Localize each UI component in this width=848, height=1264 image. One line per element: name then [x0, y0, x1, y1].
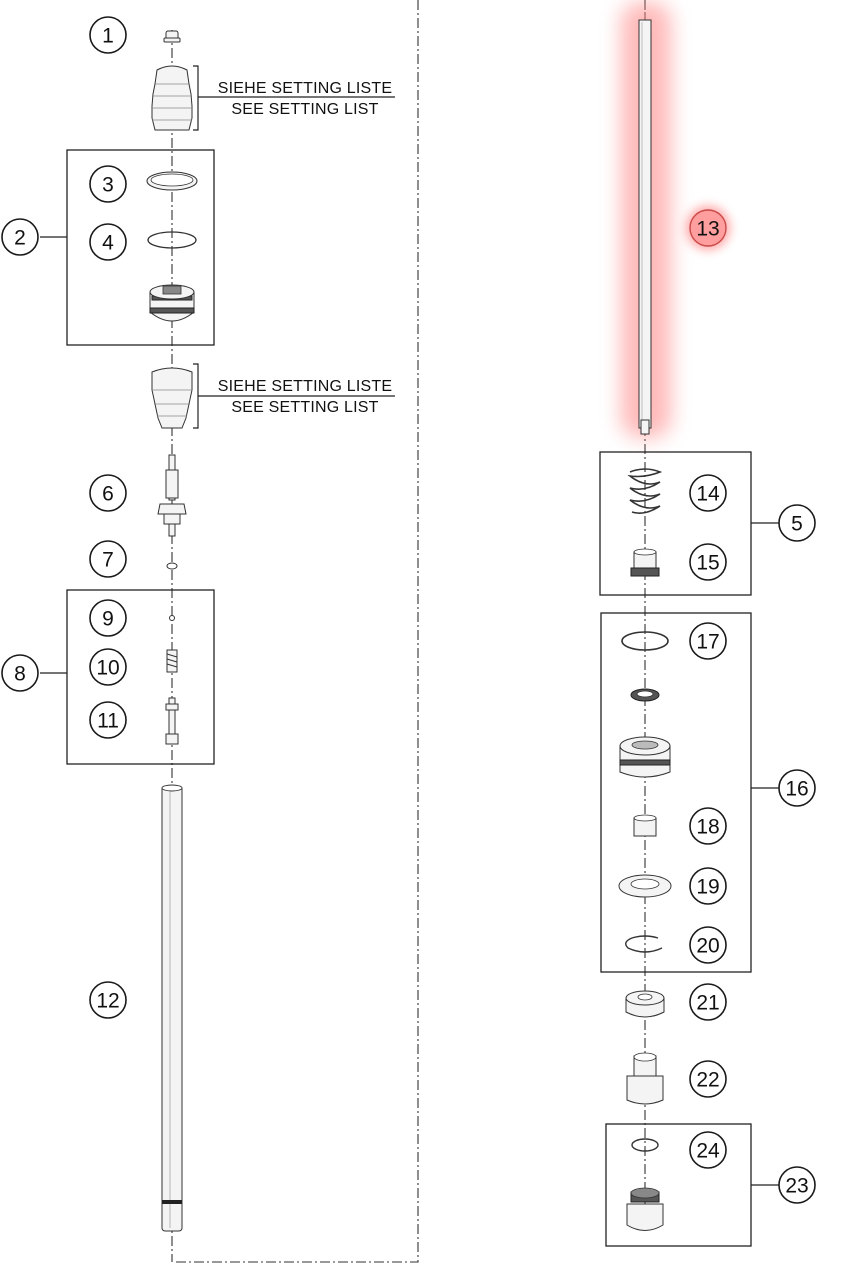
svg-text:2: 2: [14, 227, 26, 250]
svg-text:11: 11: [97, 710, 119, 733]
svg-text:22: 22: [696, 1069, 719, 1092]
callout-3[interactable]: 3: [89, 165, 127, 203]
callout-10[interactable]: 10: [89, 648, 127, 686]
group-2-frame: [66, 149, 215, 346]
note-mid-de: SIEHE SETTING LISTE: [218, 378, 393, 395]
note-top-en: SEE SETTING LIST: [231, 101, 378, 118]
callout-13[interactable]: 13: [686, 206, 730, 250]
svg-text:14: 14: [696, 483, 720, 506]
part-7-washer[interactable]: [166, 562, 178, 570]
part-15-seat[interactable]: [630, 548, 660, 577]
callout-19[interactable]: 19: [689, 867, 727, 905]
svg-text:18: 18: [696, 816, 719, 839]
part-20-circlip[interactable]: [625, 935, 663, 953]
part-11-pin[interactable]: [165, 697, 179, 745]
svg-text:15: 15: [696, 552, 719, 575]
part-13-rod[interactable]: [638, 19, 652, 435]
note-mid-en: SEE SETTING LIST: [231, 399, 378, 416]
part-3-ring[interactable]: [146, 171, 198, 191]
svg-text:8: 8: [14, 663, 26, 686]
part-21-nut[interactable]: [625, 990, 665, 1018]
callout-6[interactable]: 6: [89, 474, 127, 512]
group-5-frame: [599, 451, 752, 596]
callout-24[interactable]: 24: [689, 1131, 727, 1169]
part-12-tube[interactable]: [161, 784, 183, 1232]
assembly-boundary-line: [173, 0, 646, 1263]
part-24-oring[interactable]: [631, 1138, 659, 1152]
callout-15[interactable]: 15: [689, 543, 727, 581]
part-16-seal-small[interactable]: [630, 688, 660, 702]
svg-text:13: 13: [696, 218, 719, 241]
svg-text:1: 1: [102, 25, 114, 48]
note-top-de: SIEHE SETTING LISTE: [218, 80, 393, 97]
part-19-washer[interactable]: [618, 874, 672, 898]
callout-7[interactable]: 7: [89, 540, 127, 578]
callout-14[interactable]: 14: [689, 474, 727, 512]
part-1-nut[interactable]: [163, 30, 181, 43]
part-18-bushing[interactable]: [633, 814, 657, 837]
part-2-piston[interactable]: [149, 284, 195, 322]
bracket-mid: [193, 363, 395, 429]
callout-22[interactable]: 22: [689, 1060, 727, 1098]
svg-text:4: 4: [102, 232, 114, 255]
svg-text:12: 12: [96, 990, 119, 1013]
svg-text:5: 5: [791, 513, 803, 536]
callout-9[interactable]: 9: [89, 599, 127, 637]
part-9-ball[interactable]: [169, 615, 175, 621]
svg-text:24: 24: [696, 1140, 720, 1163]
part-23-valve[interactable]: [626, 1187, 664, 1231]
svg-text:10: 10: [96, 657, 119, 680]
callout-23[interactable]: 23: [778, 1166, 816, 1204]
svg-text:20: 20: [696, 935, 719, 958]
part-spacer-stack-top[interactable]: [151, 65, 193, 131]
callout-5[interactable]: 5: [778, 504, 816, 542]
bracket-top: [193, 65, 395, 131]
group-8-frame: [66, 589, 215, 765]
callout-2[interactable]: 2: [1, 218, 39, 256]
callout-8[interactable]: 8: [1, 654, 39, 692]
svg-text:6: 6: [102, 483, 114, 506]
svg-text:23: 23: [785, 1175, 808, 1198]
callout-16[interactable]: 16: [778, 769, 816, 807]
svg-text:19: 19: [696, 876, 719, 899]
part-4-oring[interactable]: [147, 231, 197, 249]
callout-4[interactable]: 4: [89, 223, 127, 261]
svg-text:9: 9: [102, 608, 114, 631]
svg-text:17: 17: [696, 631, 719, 654]
svg-text:3: 3: [102, 174, 114, 197]
svg-text:21: 21: [696, 992, 719, 1015]
svg-text:16: 16: [785, 778, 808, 801]
group-16-frame: [600, 612, 752, 973]
group-23-frame: [605, 1123, 752, 1247]
callout-18[interactable]: 18: [689, 807, 727, 845]
part-22-adjuster[interactable]: [626, 1052, 664, 1105]
callout-1[interactable]: 1: [89, 16, 127, 54]
part-6-needle[interactable]: [157, 454, 187, 537]
callout-11[interactable]: 11: [89, 701, 127, 739]
part-spacer-stack-mid[interactable]: [151, 367, 193, 429]
callout-17[interactable]: 17: [689, 622, 727, 660]
part-17-oring[interactable]: [621, 631, 669, 651]
part-16-piston[interactable]: [619, 736, 671, 778]
callout-20[interactable]: 20: [689, 926, 727, 964]
part-14-spring[interactable]: [627, 468, 663, 514]
callout-21[interactable]: 21: [689, 983, 727, 1021]
svg-text:7: 7: [102, 549, 114, 572]
part-10-spring[interactable]: [166, 649, 178, 673]
callout-12[interactable]: 12: [89, 981, 127, 1019]
